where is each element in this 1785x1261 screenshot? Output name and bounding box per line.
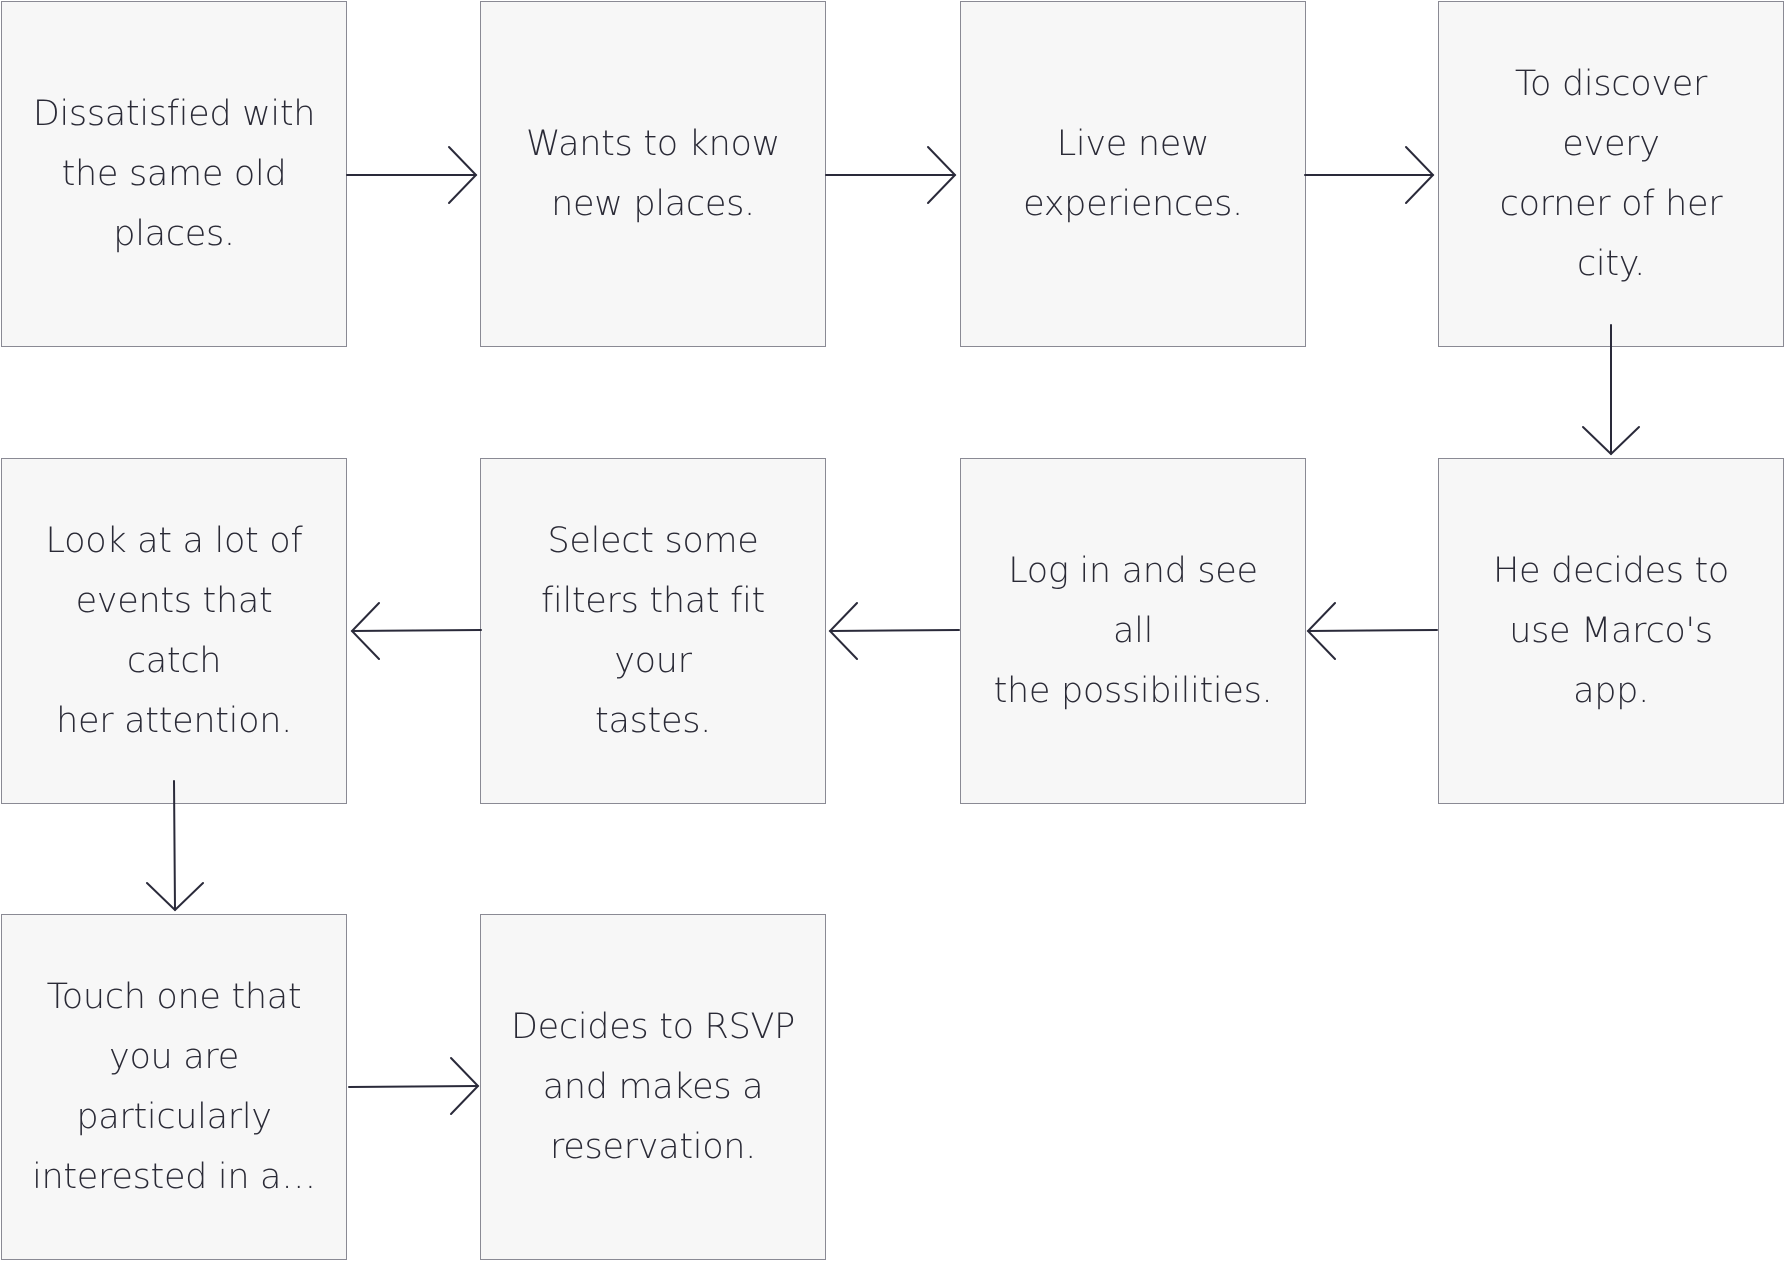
step-box-live-new-experiences: Live new experiences.	[960, 1, 1306, 347]
step-box-decides-marco-app: He decides to use Marco's app.	[1438, 458, 1784, 804]
arrow-step5-to-step6	[1306, 602, 1438, 660]
step-box-look-at-events: Look at a lot of events that catch her a…	[1, 458, 347, 804]
step-label: Decides to RSVP and makes a reservation.	[511, 1007, 795, 1167]
step-label: To discover every corner of her city.	[1499, 64, 1723, 284]
step-label: Dissatisfied with the same old places.	[32, 94, 316, 254]
step-label: Log in and see all the possibilities.	[993, 551, 1273, 711]
step-label: Look at a lot of events that catch her a…	[45, 521, 303, 741]
arrow-step9-to-step10	[348, 1057, 480, 1115]
step-box-log-in: Log in and see all the possibilities.	[960, 458, 1306, 804]
step-box-decides-rsvp: Decides to RSVP and makes a reservation.	[480, 914, 826, 1260]
arrow-step1-to-step2	[346, 146, 478, 204]
step-box-wants-to-know: Wants to know new places.	[480, 1, 826, 347]
step-box-discover-city: To discover every corner of her city.	[1438, 1, 1784, 347]
arrow-step2-to-step3	[825, 146, 957, 204]
step-box-select-filters: Select some filters that fit your tastes…	[480, 458, 826, 804]
step-box-dissatisfied: Dissatisfied with the same old places.	[1, 1, 347, 347]
arrow-step6-to-step7	[828, 602, 960, 660]
step-label: Select some filters that fit your tastes…	[541, 521, 765, 741]
step-box-touch-one: Touch one that you are particularly inte…	[1, 914, 347, 1260]
step-label: Live new experiences.	[1023, 124, 1243, 224]
step-label: He decides to use Marco's app.	[1492, 551, 1730, 711]
step-label: Wants to know new places.	[526, 124, 780, 224]
arrow-step3-to-step4	[1304, 146, 1435, 204]
step-label: Touch one that you are particularly inte…	[32, 977, 316, 1197]
arrow-step7-to-step8	[350, 602, 482, 660]
